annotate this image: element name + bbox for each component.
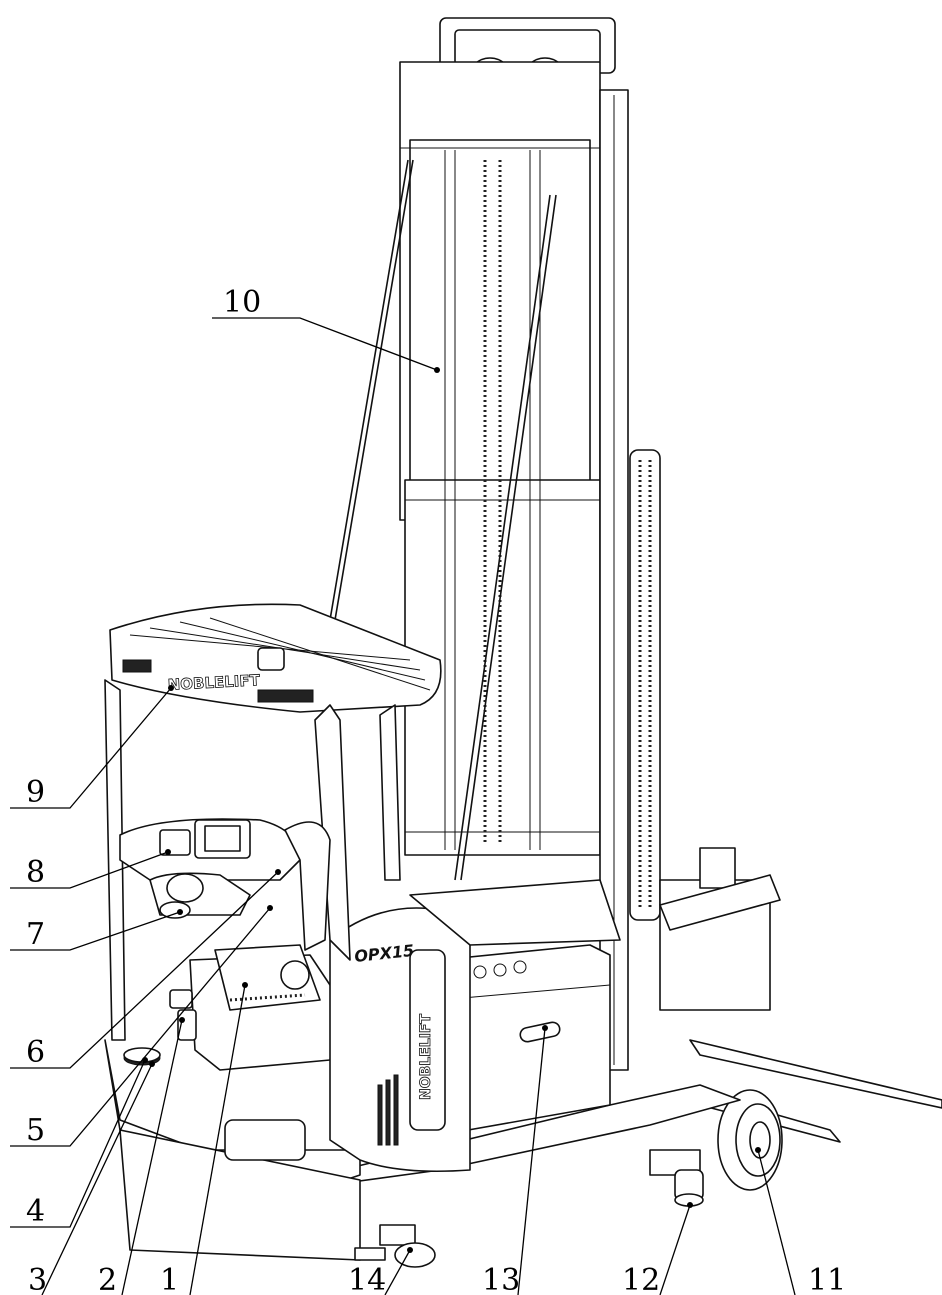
mast <box>329 17 661 1071</box>
overhead-guard: NOBLELIFT <box>104 603 442 1041</box>
label-4: 4 <box>26 1194 45 1229</box>
control-console <box>119 818 301 881</box>
label-2: 2 <box>98 1263 117 1295</box>
label-12: 12 <box>622 1263 660 1295</box>
label-5: 5 <box>26 1113 45 1148</box>
label-11: 11 <box>808 1263 846 1295</box>
label-10: 10 <box>223 285 261 320</box>
brand-logo-side: NOBLELIFT <box>418 1014 434 1100</box>
operator-seat <box>214 821 331 1011</box>
brand-logo: NOBLELIFT <box>167 671 261 694</box>
load-wheel <box>717 1089 783 1191</box>
label-8: 8 <box>26 855 45 890</box>
label-1: 1 <box>160 1263 179 1295</box>
callouts: 10 9 8 7 6 5 4 3 2 1 <box>10 285 846 1295</box>
armrest-joystick <box>149 872 251 919</box>
front-castor <box>354 1224 436 1268</box>
label-13: 13 <box>482 1263 520 1295</box>
battery-compartment <box>439 944 611 1136</box>
label-14: 14 <box>348 1263 386 1295</box>
vent-grille <box>377 1074 399 1146</box>
label-7: 7 <box>26 917 45 952</box>
fork-carriage <box>659 847 942 1143</box>
pedals <box>123 989 197 1066</box>
label-9: 9 <box>26 775 45 810</box>
label-3: 3 <box>28 1263 47 1295</box>
label-6: 6 <box>26 1035 45 1070</box>
stabilizer-castor <box>649 1149 704 1207</box>
